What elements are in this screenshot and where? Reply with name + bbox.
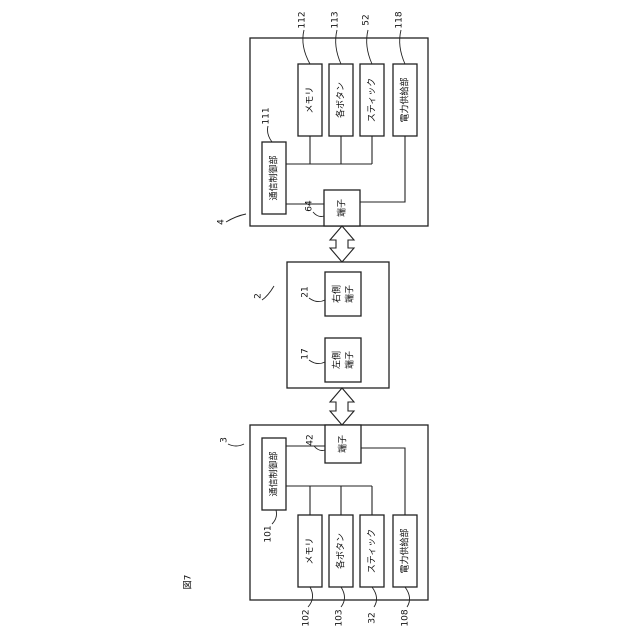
device-2-left-terminal-box (325, 338, 361, 382)
device-2-ref-leader (262, 286, 274, 300)
device-2-right-terminal-box (325, 272, 361, 316)
device-4-buttons-label: 各ボタン (335, 82, 347, 118)
device-4-comm-control-ref: 111 (262, 107, 272, 124)
device-3-buttons-label: 各ボタン (335, 533, 347, 569)
device-4-memory-label: メモリ (306, 86, 316, 113)
device-4-terminal-ref: 64 (305, 200, 315, 212)
device-3-ref: 3 (220, 437, 230, 443)
device-4: 4 通信制御部 111 端子 64 メモリ 112 各ボタン 113 スティック… (217, 11, 429, 226)
device-4-stick-label: スティック (367, 78, 378, 122)
device-3: 3 端子 42 通信制御部 101 メモリ 102 各ボタン 103 スティック… (220, 425, 429, 627)
device-2-right-terminal-label-1: 右側 (331, 285, 343, 303)
device-4-memory-ref: 112 (298, 11, 308, 28)
device-4-ref: 4 (217, 219, 227, 225)
connection-arrow-top (330, 226, 354, 262)
device-2-right-terminal-label-2: 端子 (344, 285, 356, 303)
device-4-power-ref: 118 (395, 11, 405, 28)
device-2-right-terminal-ref: 21 (301, 286, 311, 297)
connection-arrow-bottom (330, 388, 354, 425)
device-2-ref: 2 (254, 293, 264, 299)
device-2-left-terminal-label-2: 端子 (344, 351, 356, 369)
device-3-terminal-ref: 42 (306, 434, 316, 445)
device-3-power-ref: 108 (401, 609, 411, 626)
device-4-comm-control-label: 通信制御部 (268, 155, 280, 200)
device-3-buttons-ref: 103 (335, 609, 345, 626)
device-3-memory-label: メモリ (306, 537, 316, 564)
device-3-terminal-label: 端子 (337, 435, 349, 453)
device-4-terminal-label: 端子 (336, 199, 348, 217)
device-4-stick-ref: 52 (362, 14, 372, 25)
device-3-comm-control-label: 通信制御部 (268, 451, 280, 496)
device-4-power-label: 電力供給部 (399, 77, 411, 122)
device-3-memory-ref: 102 (302, 609, 312, 626)
device-3-stick-label: スティック (367, 529, 378, 573)
device-3-comm-control-ref: 101 (264, 525, 274, 542)
device-2-left-terminal-ref: 17 (301, 348, 311, 359)
device-2: 2 右側 端子 21 左側 端子 17 (254, 262, 390, 388)
device-3-power-label: 電力供給部 (399, 528, 411, 573)
device-2-left-terminal-label-1: 左側 (331, 351, 343, 369)
device-3-stick-ref: 32 (368, 612, 378, 623)
device-4-ref-leader (226, 214, 246, 222)
device-4-buttons-ref: 113 (331, 11, 341, 28)
device-3-ref-leader (228, 444, 244, 446)
figure-label: 図7 (183, 575, 194, 590)
